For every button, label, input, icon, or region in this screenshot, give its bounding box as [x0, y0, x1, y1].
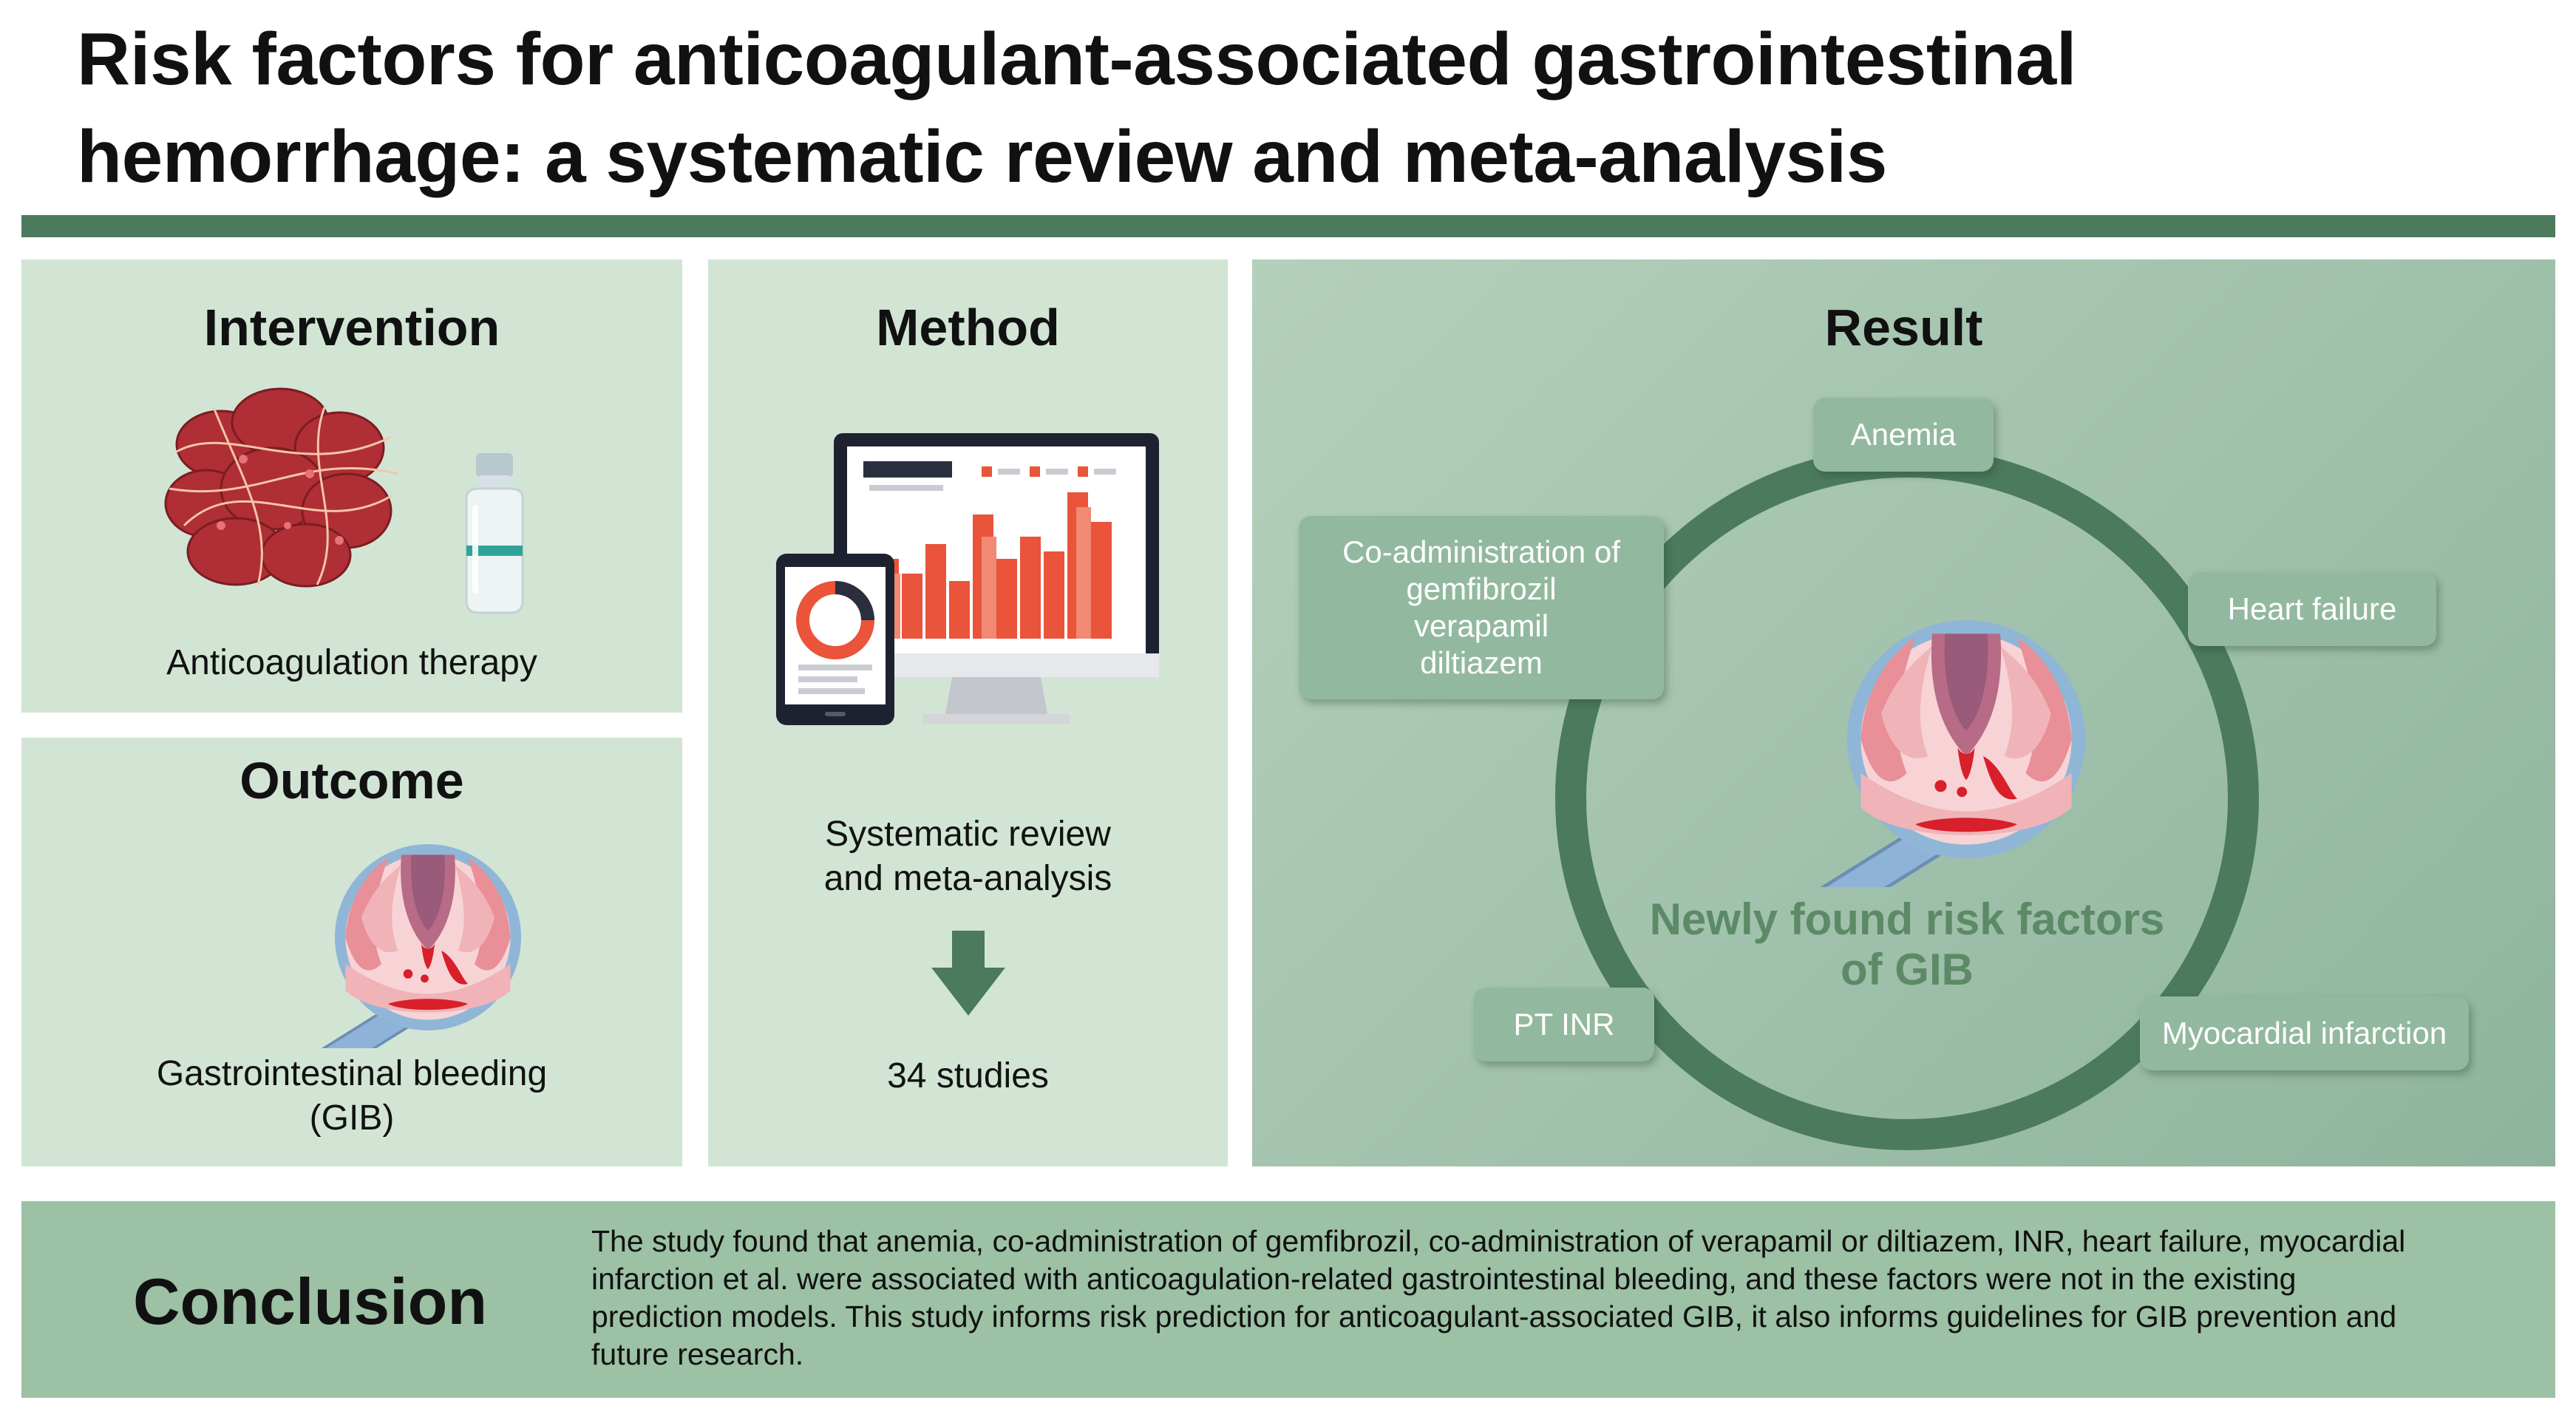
method-panel: Method	[708, 259, 1228, 1166]
result-center-label: Newly found risk factors of GIB	[1597, 894, 2218, 995]
outcome-panel: Outcome Gastrointestinal bleeding (GIB)	[21, 738, 682, 1166]
risk-factor-pt-inr: PT INR	[1474, 988, 1654, 1061]
title-line-1: Risk factors for anticoagulant-associate…	[77, 18, 2076, 101]
magnifier-colon-icon	[276, 843, 523, 1048]
outcome-caption-line-1: Gastrointestinal bleeding	[156, 1054, 548, 1093]
risk-factor-heart-failure: Heart failure	[2188, 572, 2436, 646]
outcome-heading: Outcome	[239, 752, 464, 809]
method-caption-line-1: Systematic review	[825, 815, 1111, 854]
monitor-chart-icon	[834, 433, 1159, 724]
title-line-2: hemorrhage: a systematic review and meta…	[77, 115, 1887, 198]
intervention-heading: Intervention	[203, 299, 500, 356]
risk-factor-coadministration: Co-administration of gemfibrozil verapam…	[1299, 516, 1664, 699]
coadmin-line-1: Co-administration of	[1342, 534, 1620, 569]
risk-factor-anemia: Anemia	[1813, 398, 1994, 472]
tablet-donut-icon	[776, 554, 894, 725]
coadmin-line-3: verapamil	[1413, 608, 1549, 643]
result-center-line-1: Newly found risk factors	[1649, 894, 2165, 944]
conclusion-line-3: prediction models. This study informs ri…	[591, 1300, 2397, 1334]
method-study-count: 34 studies	[887, 1056, 1049, 1095]
coadmin-line-2: gemfibrozil	[1406, 571, 1557, 606]
intervention-caption: Anticoagulation therapy	[166, 643, 537, 682]
method-heading: Method	[876, 299, 1060, 356]
method-caption: Systematic review and meta-analysis	[708, 812, 1228, 901]
title-divider-bar	[21, 215, 2555, 237]
conclusion-line-2: infarction et al. were associated with a…	[591, 1262, 2297, 1296]
vial-icon	[465, 453, 524, 614]
magnifier-colon-icon	[1700, 591, 2144, 887]
result-heading: Result	[1824, 299, 1983, 356]
outcome-caption: Gastrointestinal bleeding (GIB)	[21, 1052, 682, 1141]
conclusion-text: The study found that anemia, co-administ…	[591, 1223, 2513, 1373]
coadmin-line-4: diltiazem	[1420, 645, 1543, 680]
conclusion-line-1: The study found that anemia, co-administ…	[591, 1224, 2406, 1258]
page-title: Risk factors for anticoagulant-associate…	[77, 10, 2442, 205]
blood-clot-icon	[164, 387, 399, 588]
result-center-line-2: of GIB	[1841, 945, 1974, 994]
conclusion-line-4: future research.	[591, 1337, 804, 1371]
risk-factor-myocardial-infarction: Myocardial infarction	[2140, 996, 2469, 1070]
outcome-caption-line-2: (GIB)	[309, 1098, 395, 1138]
arrow-down-icon	[931, 931, 1005, 1016]
conclusion-panel	[21, 1201, 2555, 1398]
conclusion-heading: Conclusion	[133, 1265, 488, 1338]
intervention-panel: Intervention Antico	[21, 259, 682, 713]
method-caption-line-2: and meta-analysis	[823, 859, 1112, 898]
